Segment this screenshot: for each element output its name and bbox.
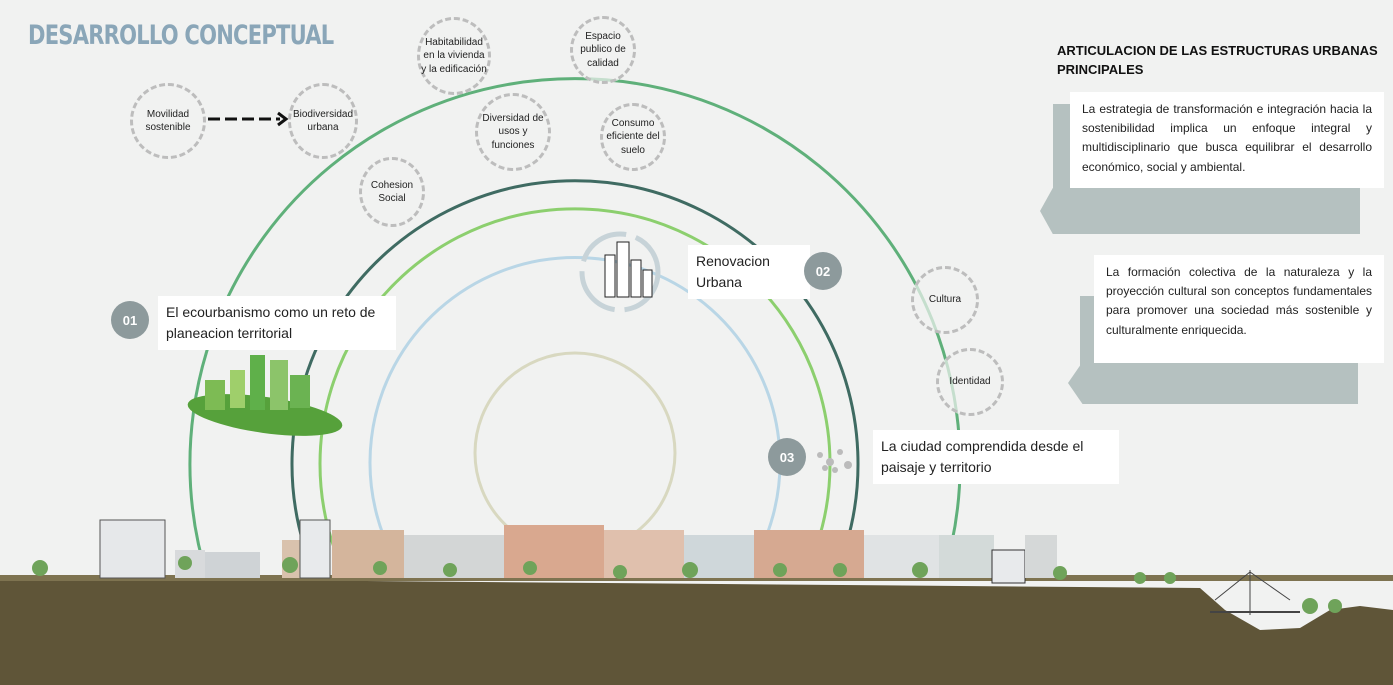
bubble-movilidad: Movilidad sostenible [130,83,206,159]
leaf-city-icon [187,355,343,436]
point-number-01: 01 [111,301,149,339]
terrain-texture-icon [817,449,852,473]
bubble-habitabilidad: Habitabilidad en la vivienda y la edific… [417,17,491,95]
card1-tab [1053,104,1071,204]
bubble-espacio-publico: Espacio publico de calidad [570,16,636,84]
ground [0,575,1393,685]
point-number-03: 03 [768,438,806,476]
arc-outer [188,77,962,581]
bubble-cohesion: Cohesion Social [359,157,425,227]
point-label-01: El ecourbanismo como un reto de planeaci… [158,296,396,350]
bubble-cultura: Cultura [911,266,979,334]
card1-band [1040,188,1360,234]
point-label-03: La ciudad comprendida desde el paisaje y… [873,430,1119,484]
dashed-arrow [208,111,289,127]
articulation-heading: ARTICULACION DE LAS ESTRUCTURAS URBANAS … [1057,43,1378,77]
card-strategy: La estrategia de transformación e integr… [1070,92,1384,188]
card-cultural: La formación colectiva de la naturaleza … [1094,255,1384,363]
point-number-02: 02 [804,252,842,290]
bubble-consumo: Consumo eficiente del suelo [600,103,666,171]
point-label-02: Renovacion Urbana [688,245,810,299]
renovation-icon [579,231,661,313]
bubble-diversidad: Diversidad de usos y funciones [475,93,551,171]
buildings [99,519,1057,584]
trees [32,556,1342,614]
bubble-identidad: Identidad [936,348,1004,416]
card2-band [1068,362,1358,404]
page-title: DESARROLLO CONCEPTUAL [28,20,334,51]
bridge-icon [1210,570,1300,615]
arc-beige [473,351,677,555]
card2-tab [1080,296,1096,376]
bubble-biodiversidad: Biodiversidad urbana [288,83,358,159]
